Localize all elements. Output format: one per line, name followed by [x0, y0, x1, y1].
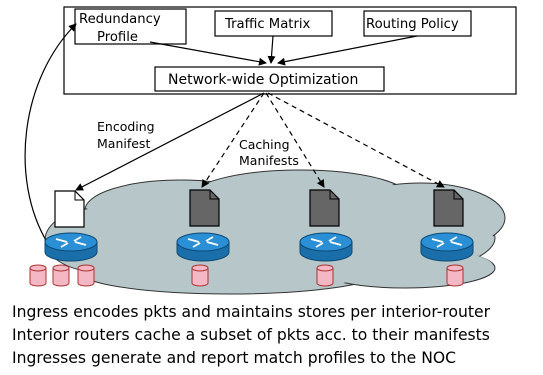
caption-line-1: Ingress encodes pkts and maintains store…: [12, 303, 490, 321]
caption-list: Ingress encodes pkts and maintains store…: [12, 301, 543, 370]
encoding-manifest-label-1: Encoding: [97, 119, 155, 134]
network-diagram: Redundancy Profile Traffic Matrix Routin…: [24, 6, 517, 295]
manifest-doc-cached-2: [309, 189, 340, 227]
store-cylinders: [29, 264, 464, 287]
arrow-routing-to-opt: [277, 35, 418, 66]
manifest-doc-cached-1: [189, 189, 220, 227]
store-icon-interior-3: [446, 264, 464, 287]
routing-policy-node: Routing Policy: [363, 10, 472, 37]
router-icon-interior-2: [299, 232, 353, 262]
arrow-profile-to-opt: [149, 41, 267, 66]
router-icon-ingress: [44, 232, 98, 262]
network-optimization-node: Network-wide Optimization: [154, 66, 385, 92]
redundancy-profile-label-2: Profile: [97, 30, 138, 45]
store-icon-ingress-1: [29, 264, 47, 287]
traffic-matrix-label: Traffic Matrix: [224, 17, 311, 32]
store-icon-ingress-2: [52, 264, 70, 287]
router-icon-interior-1: [176, 232, 230, 262]
redundancy-profile-node: Redundancy Profile: [74, 8, 187, 45]
caching-manifest-arrows: [201, 92, 445, 188]
profile-feedback-arrow: [24, 23, 77, 243]
caching-arrow-1: [201, 92, 265, 188]
router-icon-interior-3: [420, 232, 474, 262]
redundancy-profile-label-1: Redundancy: [79, 12, 161, 27]
store-icon-interior-1: [191, 264, 209, 287]
caption-line-2: Interior routers cache a subset of pkts …: [12, 326, 490, 344]
store-icon-ingress-3: [77, 264, 95, 287]
caching-arrow-2: [265, 92, 325, 188]
network-optimization-label: Network-wide Optimization: [168, 72, 358, 88]
encoding-manifest-label-2: Manifest: [97, 136, 150, 151]
caching-manifests-label-2: Manifests: [239, 153, 299, 168]
routing-policy-label: Routing Policy: [366, 17, 459, 32]
encoding-manifest-arrow: [75, 92, 265, 191]
arrow-traffic-to-opt: [267, 35, 276, 64]
caching-manifests-label-1: Caching: [239, 137, 290, 152]
store-icon-interior-2: [316, 264, 334, 287]
caching-arrow-3: [267, 92, 445, 188]
input-arrows: [149, 35, 418, 66]
manifest-doc-encoding: [54, 190, 85, 228]
manifest-doc-cached-3: [433, 189, 464, 227]
caption-line-3: Ingresses generate and report match prof…: [12, 349, 457, 367]
traffic-matrix-node: Traffic Matrix: [214, 10, 333, 37]
